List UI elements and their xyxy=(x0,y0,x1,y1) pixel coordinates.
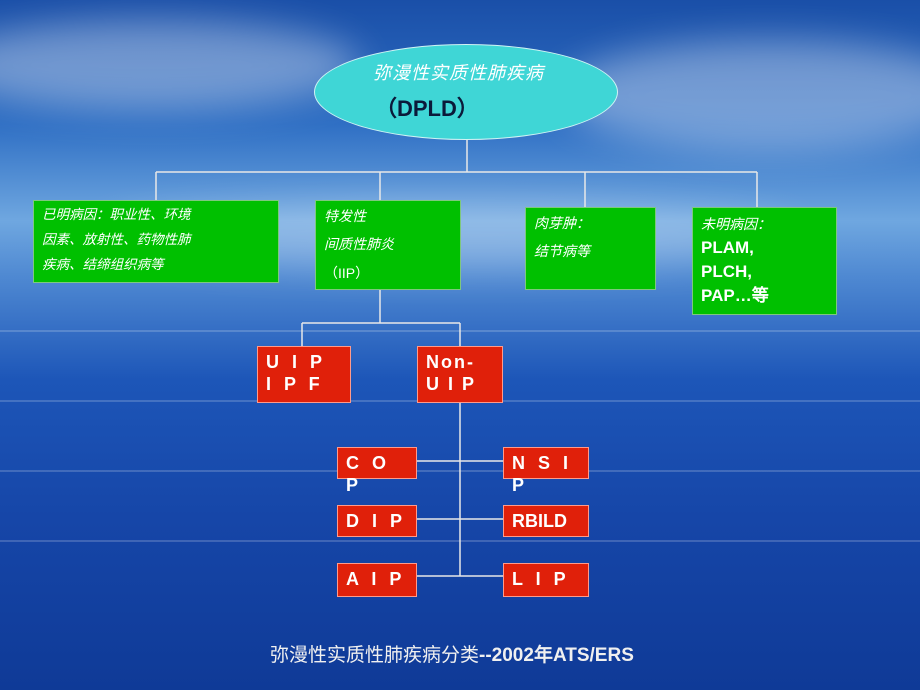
category-iip: 特发性 间质性肺炎 （IIP） xyxy=(315,200,461,290)
node-uip-ipf: U I P I P F xyxy=(257,346,351,403)
node-nsip: N S I P xyxy=(503,447,589,495)
caption-text: 弥漫性实质性肺疾病分类 xyxy=(270,644,480,666)
category-granuloma: 肉芽肿： 结节病等 xyxy=(525,207,656,290)
caption-suffix: --2002年ATS/ERS xyxy=(479,645,634,666)
node-rbild: RBILD xyxy=(503,505,589,537)
node-dip: D I P xyxy=(337,505,417,537)
node-cop: C O P xyxy=(337,447,417,495)
category-known-cause: 已明病因：职业性、环境 因素、放射性、药物性肺 疾病、结缔组织病等 xyxy=(33,200,279,283)
node-aip: A I P xyxy=(337,563,417,597)
root-title: 弥漫性实质性肺疾病 xyxy=(373,63,544,84)
category-unknown-cause: 未明病因： PLAM, PLCH, PAP…等 xyxy=(692,207,837,315)
node-non-uip: Non- U I P xyxy=(417,346,503,403)
root-node-dpld: 弥漫性实质性肺疾病 （DPLD） xyxy=(314,44,618,140)
slide-caption: 弥漫性实质性肺疾病分类--2002年ATS/ERS xyxy=(270,640,634,667)
root-abbr: （DPLD） xyxy=(375,96,479,121)
node-lip: L I P xyxy=(503,563,589,597)
